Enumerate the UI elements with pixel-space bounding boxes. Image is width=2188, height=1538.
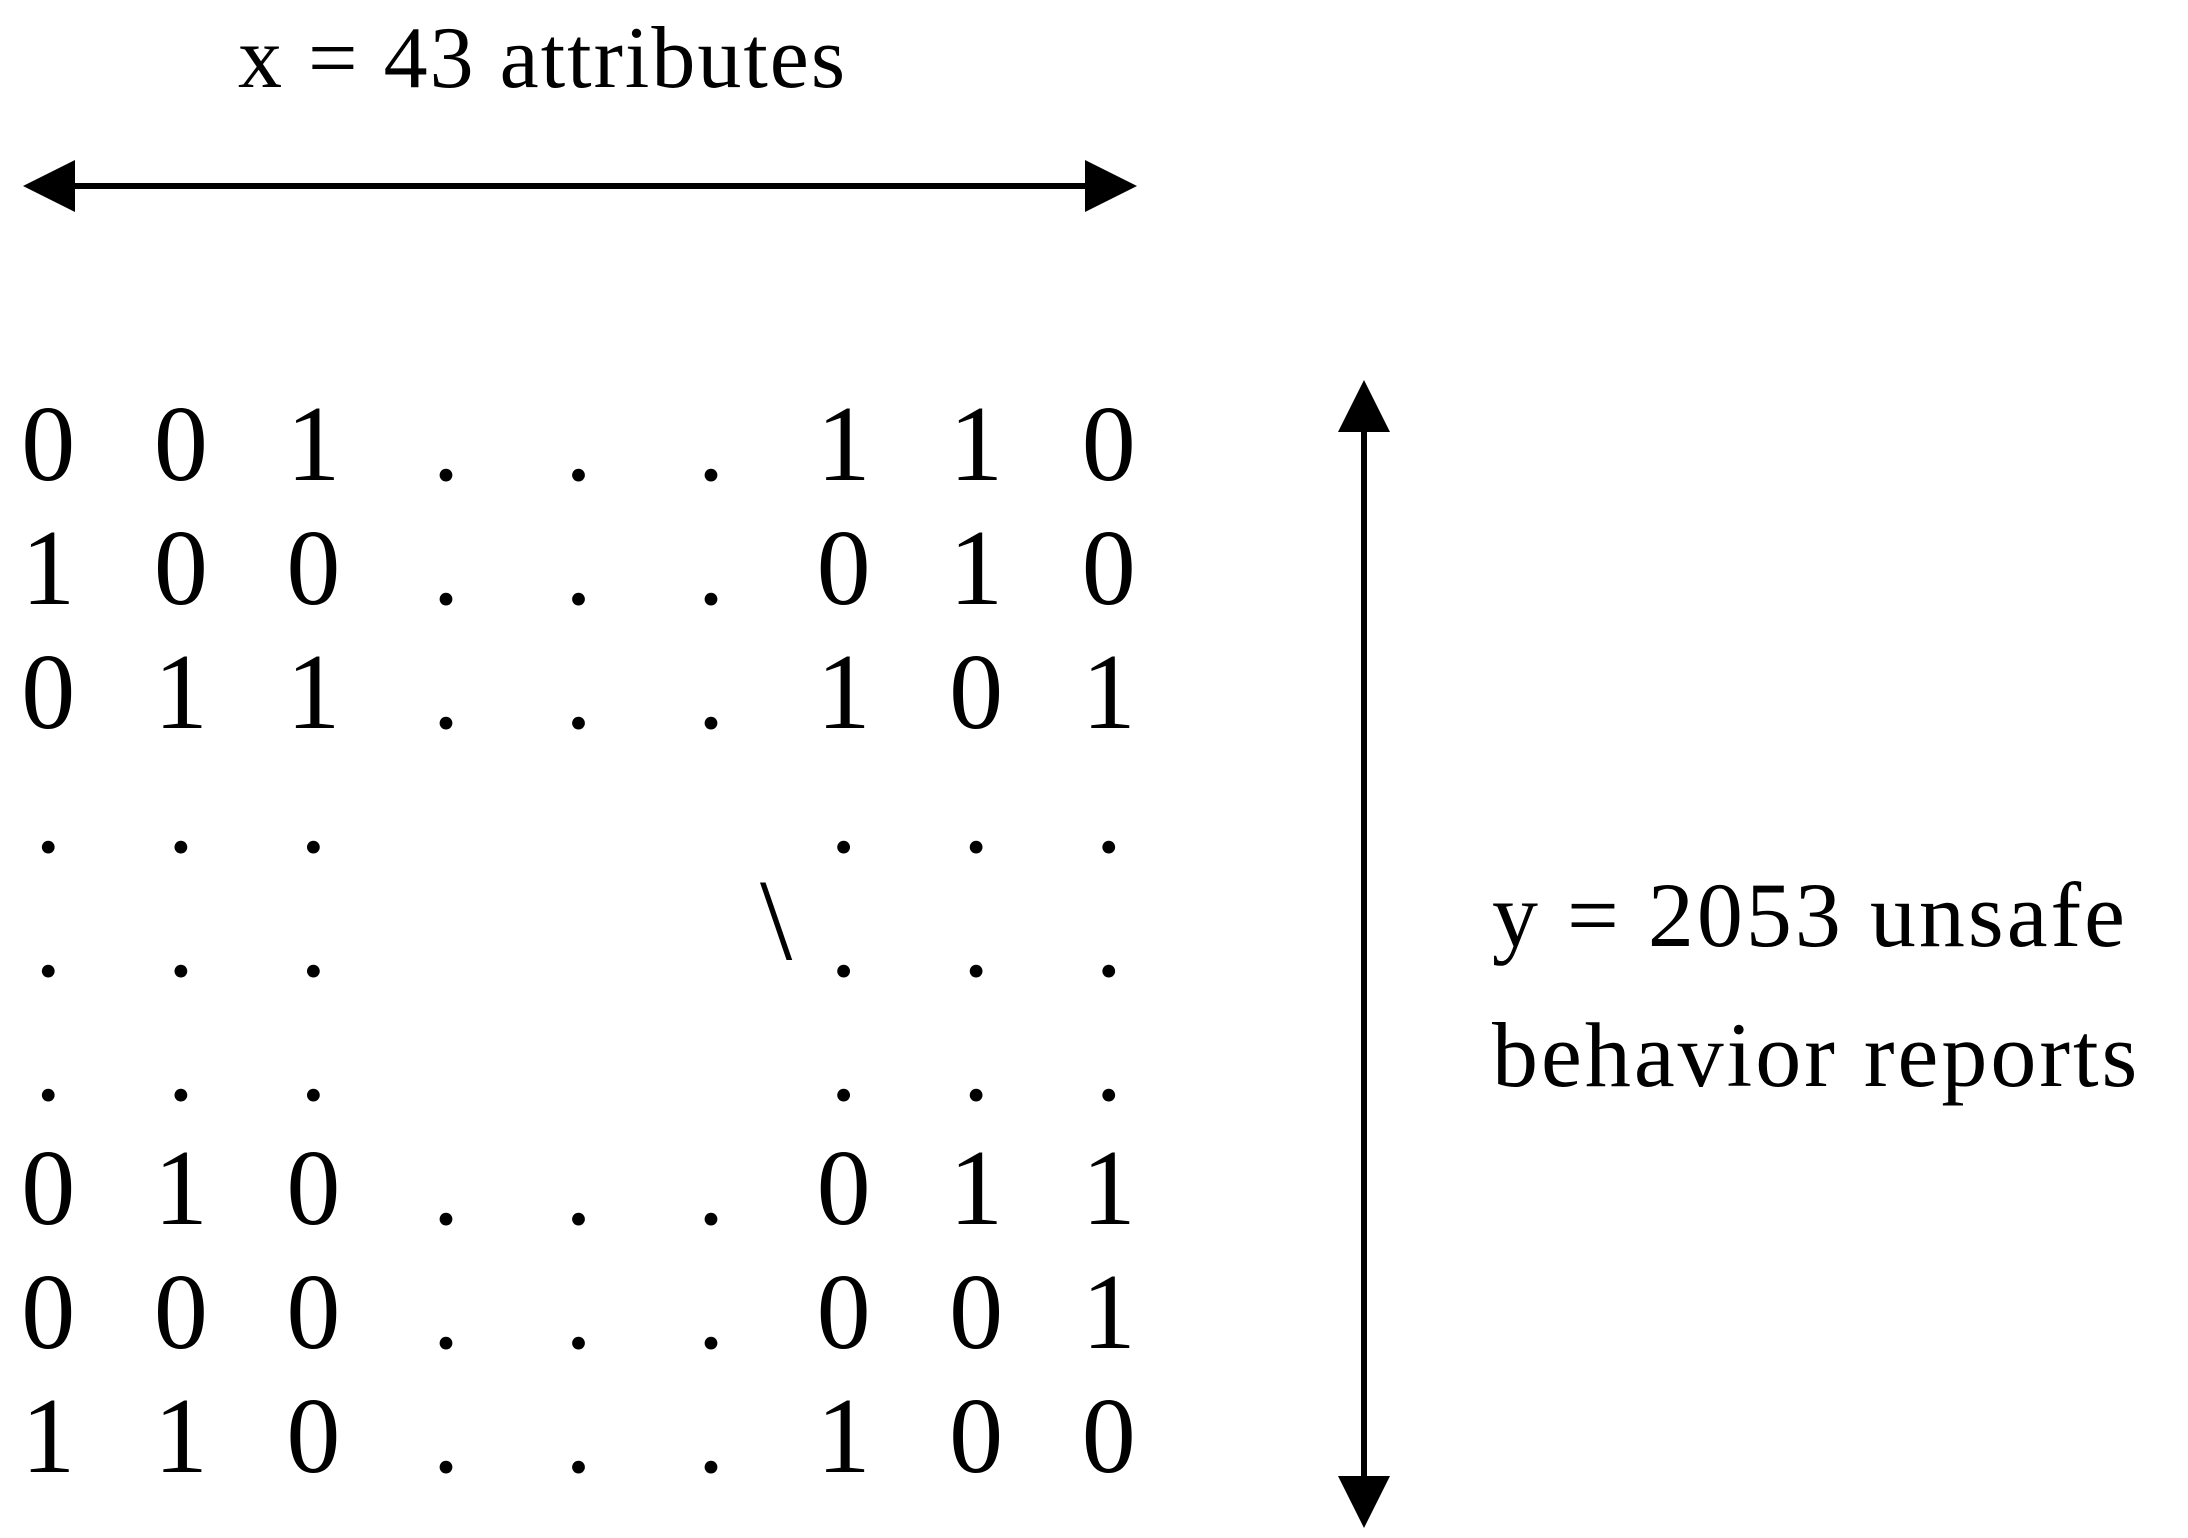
arrowhead-left-icon: [23, 160, 75, 212]
y-dimension-label-line2: behavior reports: [1492, 1004, 2141, 1106]
matrix-cell: .: [167, 757, 195, 876]
diagonal-ellipsis: \: [760, 857, 793, 985]
matrix-cell: .: [1095, 881, 1123, 1000]
matrix-cell: 1: [816, 1377, 871, 1496]
matrix-cell: .: [697, 1377, 725, 1496]
matrix-cell: .: [564, 509, 592, 628]
matrix-cell: .: [564, 1129, 592, 1248]
matrix-cell: .: [432, 509, 460, 628]
matrix-cell: 0: [1081, 385, 1136, 504]
matrix-cell: 0: [286, 1129, 341, 1248]
matrix-cell: .: [432, 1129, 460, 1248]
arrowhead-right-icon: [1085, 160, 1137, 212]
matrix-cell: 0: [153, 509, 208, 628]
arrowhead-up-icon: [1338, 380, 1390, 432]
matrix-cell: 0: [1081, 509, 1136, 628]
matrix-cell: .: [697, 633, 725, 752]
matrix-cell: [645, 755, 778, 879]
matrix-cell: .: [1095, 757, 1123, 876]
matrix-cell: .: [432, 633, 460, 752]
matrix-cell: .: [962, 1005, 990, 1124]
matrix-cell: .: [697, 385, 725, 504]
matrix-cell: .: [830, 1005, 858, 1124]
matrix-cell: .: [299, 757, 327, 876]
matrix-cell: .: [564, 633, 592, 752]
matrix-cell: 0: [153, 385, 208, 504]
matrix-cell: .: [167, 881, 195, 1000]
x-dimension-label: x = 43 attributes: [238, 10, 848, 107]
matrix-cell: 0: [949, 633, 1004, 752]
matrix-cell: 0: [816, 1129, 871, 1248]
matrix-cell: .: [564, 1377, 592, 1496]
matrix-cell: .: [299, 881, 327, 1000]
matrix-cell: 1: [21, 1377, 76, 1496]
matrix-cell: 1: [1081, 1129, 1136, 1248]
matrix-cell: 1: [1081, 633, 1136, 752]
matrix-cell: .: [299, 1005, 327, 1124]
matrix-cell: 1: [816, 385, 871, 504]
matrix-cell: .: [34, 1005, 62, 1124]
arrowhead-down-icon: [1338, 1476, 1390, 1528]
matrix-cell: 1: [153, 1129, 208, 1248]
matrix-cell: .: [962, 757, 990, 876]
matrix-cell: .: [697, 509, 725, 628]
matrix-cell: 1: [286, 385, 341, 504]
matrix-cell: 0: [21, 385, 76, 504]
matrix-cell: .: [432, 385, 460, 504]
matrix-cell: 1: [286, 633, 341, 752]
matrix-cell: [380, 755, 513, 879]
matrix-cell: 1: [949, 385, 1004, 504]
matrix-cell: 0: [1081, 1377, 1136, 1496]
matrix-cell: 1: [816, 633, 871, 752]
matrix-cell: [512, 755, 645, 879]
matrix-cell: 0: [286, 509, 341, 628]
matrix-cell: 1: [949, 1129, 1004, 1248]
vertical-arrow-shaft: [1361, 428, 1367, 1478]
matrix-cell: .: [34, 881, 62, 1000]
matrix-cell: .: [697, 1129, 725, 1248]
matrix-cell: 0: [153, 1253, 208, 1372]
matrix-cell: .: [167, 1005, 195, 1124]
matrix-cell: 0: [949, 1253, 1004, 1372]
matrix-cell: 1: [21, 509, 76, 628]
matrix-cell: 1: [153, 1377, 208, 1496]
matrix-cell: 0: [949, 1377, 1004, 1496]
matrix-cell: [645, 879, 778, 1003]
matrix-cell: 1: [153, 633, 208, 752]
matrix-cell: .: [34, 757, 62, 876]
horizontal-arrow-shaft: [70, 183, 1088, 189]
matrix-cell: 0: [21, 1129, 76, 1248]
matrix-cell: .: [564, 1253, 592, 1372]
matrix-cell: .: [697, 1253, 725, 1372]
matrix-cell: 0: [816, 509, 871, 628]
matrix-cell: .: [962, 881, 990, 1000]
y-dimension-label-line1: y = 2053 unsafe: [1492, 864, 2128, 966]
matrix-cell: .: [432, 1253, 460, 1372]
matrix-cell: [380, 1003, 513, 1127]
matrix-cell: 0: [286, 1253, 341, 1372]
matrix-cell: 0: [286, 1377, 341, 1496]
matrix-cell: 0: [21, 633, 76, 752]
matrix-cell: [380, 879, 513, 1003]
matrix-cell: [512, 879, 645, 1003]
matrix-cell: 1: [1081, 1253, 1136, 1372]
matrix-cell: [512, 1003, 645, 1127]
matrix-cell: .: [830, 757, 858, 876]
matrix-cell: 0: [816, 1253, 871, 1372]
matrix-cell: .: [564, 385, 592, 504]
matrix-cell: .: [1095, 1005, 1123, 1124]
matrix-cell: [645, 1003, 778, 1127]
y-dimension-label: y = 2053 unsafe behavior reports: [1492, 845, 2140, 1125]
matrix-cell: 0: [21, 1253, 76, 1372]
matrix-cell: .: [432, 1377, 460, 1496]
matrix-cell: .: [830, 881, 858, 1000]
matrix-cell: 1: [949, 509, 1004, 628]
